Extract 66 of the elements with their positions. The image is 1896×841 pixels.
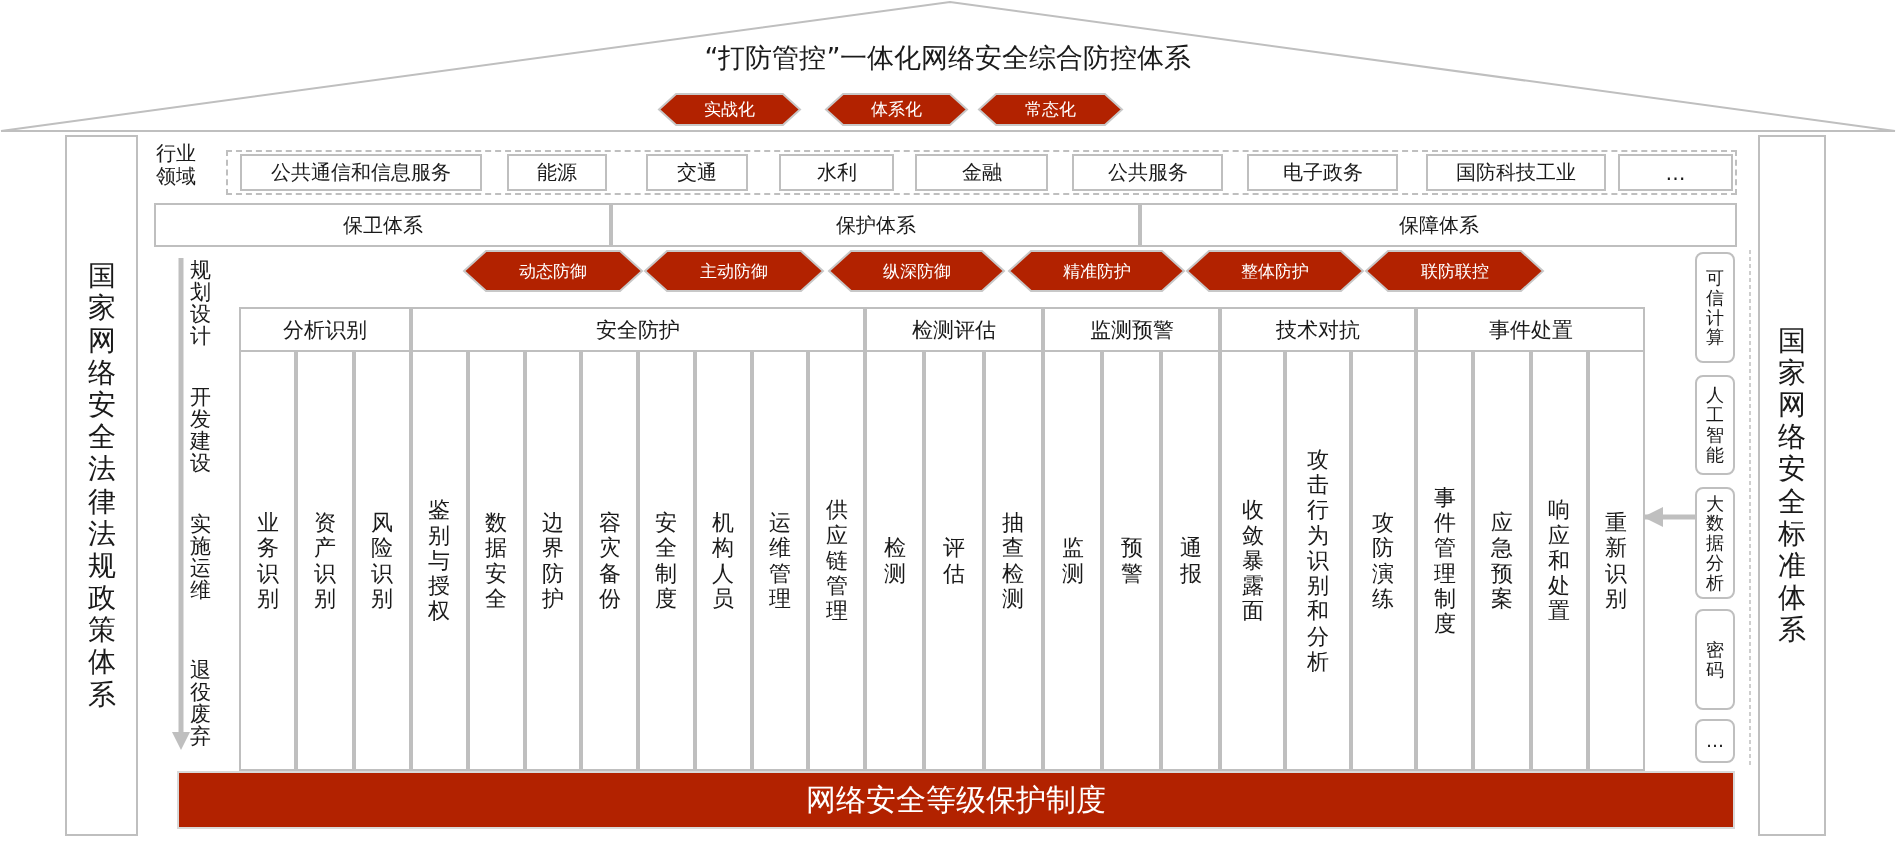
measure-column: 评估 [924,352,984,771]
technology-box: … [1695,719,1735,763]
sector-box: 金融 [915,154,1048,191]
category-header: 检测评估 [865,307,1043,352]
hexagon-tag: 精准防护 [1009,251,1184,291]
measure-column: 鉴别与授权 [411,352,468,771]
measure-column: 响应和处置 [1530,352,1588,771]
measure-column: 容灾备份 [581,352,638,771]
technology-box: 人工智能 [1695,375,1735,475]
system-band: 保护体系 [611,203,1140,247]
measure-column: 检测 [865,352,925,771]
sector-box: … [1618,154,1733,191]
measure-column: 攻击行为识别和分析 [1285,352,1351,771]
measure-column: 业务识别 [239,352,297,771]
measure-column: 收敛暴露面 [1220,352,1286,771]
sector-box: 能源 [507,154,607,191]
measure-column: 资产识别 [296,352,354,771]
measure-column: 机构人员 [694,352,752,771]
category-header: 技术对抗 [1220,307,1416,352]
technology-box: 密码 [1695,609,1735,710]
category-header: 事件处置 [1416,307,1645,352]
stage-label: 退役废弃 [190,659,211,748]
hexagon-tag: 动态防御 [464,251,642,291]
measure-column: 安全制度 [638,352,695,771]
measure-column: 供应链管理 [808,352,865,771]
sector-box: 水利 [779,154,894,191]
hexagon-tag: 实战化 [659,94,800,125]
measure-column: 事件管理制度 [1416,352,1474,771]
measure-column: 攻防演练 [1350,352,1416,771]
technology-box: 可信计算 [1695,252,1735,363]
measure-column: 重新识别 [1587,352,1645,771]
arrow [1643,507,1695,527]
hexagon-tag: 主动防御 [645,251,823,291]
measure-column: 风险识别 [353,352,411,771]
hexagon-tag: 体系化 [826,94,967,125]
measure-column: 数据安全 [467,352,525,771]
field-label: 行业领域 [156,142,197,188]
measure-column: 预警 [1102,352,1161,771]
hexagon-tag: 联防联控 [1366,251,1543,291]
sector-box: 交通 [646,154,748,191]
pillar-panel: 国家网络安全法律法规政策体系 [65,135,138,836]
stage-label: 规划设计 [190,259,211,348]
system-band: 保卫体系 [154,203,611,247]
hexagon-tag: 常态化 [979,94,1122,125]
base-bar: 网络安全等级保护制度 [177,771,1735,829]
sector-box: 国防科技工业 [1426,154,1606,191]
measure-column: 边界防护 [524,352,582,771]
technology-box: 大数据分析 [1695,487,1735,599]
sector-box: 电子政务 [1247,154,1398,191]
system-band: 保障体系 [1140,203,1737,247]
measure-column: 运维管理 [751,352,809,771]
hexagon-tag: 纵深防御 [829,251,1004,291]
sector-box: 公共服务 [1072,154,1223,191]
category-header: 安全防护 [411,307,865,352]
category-header: 分析识别 [239,307,411,352]
hexagon-tag: 整体防护 [1187,251,1363,291]
diagram-title: “打防管控”一体化网络安全综合防控体系 [703,41,1193,75]
stage-label: 实施运维 [190,513,211,602]
sector-box: 公共通信和信息服务 [240,154,482,191]
measure-column: 应急预案 [1473,352,1531,771]
measure-column: 监测 [1043,352,1102,771]
category-header: 监测预警 [1043,307,1220,352]
pillar-panel: 国家网络安全标准体系 [1758,135,1826,836]
measure-column: 通报 [1161,352,1220,771]
stage-label: 开发建设 [190,386,211,475]
measure-column: 抽查检测 [983,352,1043,771]
